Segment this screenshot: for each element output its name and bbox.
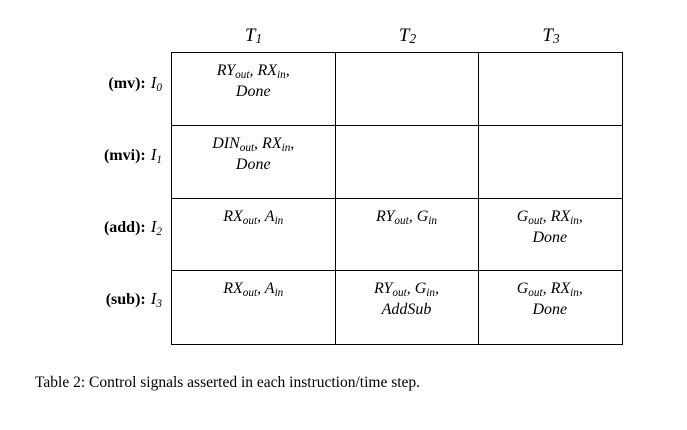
cell-line: RXout, Ain <box>223 280 284 300</box>
cell-line: Gout, RXin, <box>516 280 583 300</box>
row-label-sub-ident: I <box>150 289 157 308</box>
row-label-add-ident: I <box>150 217 157 236</box>
row-label-mvi-ident: I <box>150 145 157 164</box>
cell-line: RYout, Gin, <box>374 280 439 300</box>
cell-sub-t2: RYout, Gin,AddSub <box>336 271 479 344</box>
row-label-sub-subscript: 3 <box>156 298 162 311</box>
cell-line: Gout, RXin, <box>516 208 583 228</box>
row-label-sub: (sub):I3 <box>0 289 162 311</box>
cell-add-t3: Gout, RXin,Done <box>479 199 622 270</box>
row-label-mvi-subscript: 1 <box>156 154 162 167</box>
cell-sub-t1: RXout, Ain <box>172 271 336 344</box>
row-label-mv-subscript: 0 <box>156 82 162 95</box>
cell-mv-t3 <box>479 53 622 125</box>
column-header-t1-subscript: 1 <box>255 31 263 47</box>
cell-line: Done <box>532 229 568 247</box>
row-label-mv-mnemonic: (mv): <box>108 75 146 92</box>
row-label-mvi-mnemonic: (mvi): <box>103 147 146 164</box>
row-label-add-mnemonic: (add): <box>103 219 146 236</box>
cell-mvi-t3 <box>479 126 622 198</box>
cell-mv-t2 <box>336 53 479 125</box>
cell-line: Done <box>532 301 568 319</box>
column-header-t2-base: T <box>398 24 410 46</box>
row-label-mv: (mv):I0 <box>0 73 162 95</box>
column-header-t3-subscript: 3 <box>552 31 560 47</box>
row-label-sub-mnemonic: (sub): <box>105 291 146 308</box>
cell-add-t2: RYout, Gin <box>336 199 479 270</box>
cell-add-t1: RXout, Ain <box>172 199 336 270</box>
cell-mvi-t2 <box>336 126 479 198</box>
row-label-mvi: (mvi):I1 <box>0 145 162 167</box>
cell-mv-t1: RYout, RXin,Done <box>172 53 336 125</box>
cell-line: Done <box>235 83 271 101</box>
table-row: RYout, RXin,Done <box>172 53 622 126</box>
table-row: DINout, RXin,Done <box>172 126 622 199</box>
column-header-t2-subscript: 2 <box>409 31 417 47</box>
table-row: RXout, Ain RYout, Gin,AddSub Gout, RXin,… <box>172 271 622 344</box>
column-header-t3-base: T <box>542 24 553 46</box>
cell-line: RYout, RXin, <box>216 62 290 82</box>
table-row: RXout, Ain RYout, Gin Gout, RXin,Done <box>172 199 622 271</box>
cell-line: DINout, RXin, <box>212 135 295 155</box>
row-label-mv-ident: I <box>150 73 157 92</box>
cell-sub-t3: Gout, RXin,Done <box>479 271 622 344</box>
table-row-labels: (mv):I0 (mvi):I1 (add):I2 (sub):I3 <box>0 52 162 345</box>
row-label-add: (add):I2 <box>0 217 162 239</box>
cell-line: AddSub <box>381 301 432 319</box>
cell-line: RXout, Ain <box>223 208 284 228</box>
table-caption: Table 2: Control signals asserted in eac… <box>35 374 421 391</box>
column-header-t1-base: T <box>244 24 256 46</box>
cell-mvi-t1: DINout, RXin,Done <box>172 126 336 198</box>
cell-line: Done <box>235 156 271 174</box>
table-grid: RYout, RXin,Done DINout, RXin,Done RXout… <box>171 52 623 345</box>
row-label-add-subscript: 2 <box>156 226 162 239</box>
cell-line: RYout, Gin <box>376 208 437 228</box>
